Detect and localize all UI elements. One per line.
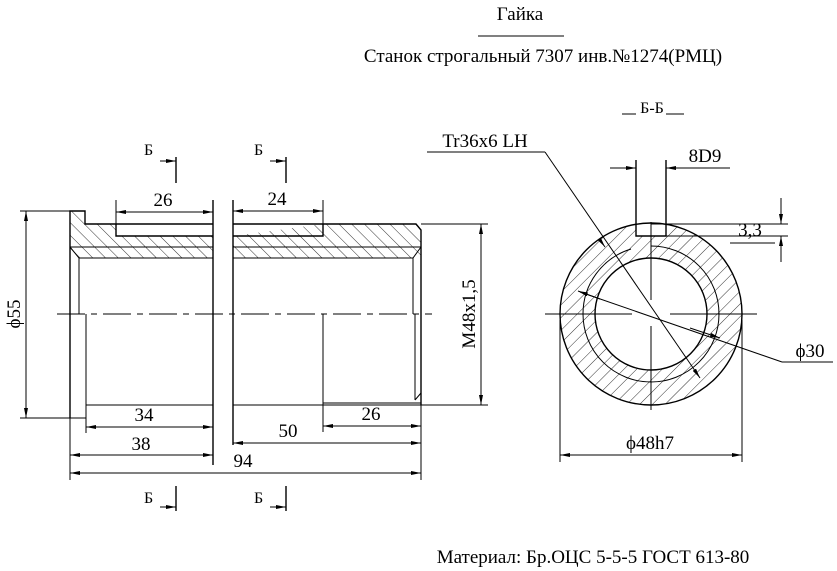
- dim-length-50: 50: [279, 421, 298, 442]
- section-mark-label: Б: [254, 490, 263, 507]
- material-note: Материал: Бр.ОЦС 5-5-5 ГОСТ 613-80: [437, 547, 750, 568]
- section-mark-label: Б: [144, 490, 153, 507]
- dim-length-38: 38: [132, 434, 151, 455]
- dim-outer-thread: M48x1,5: [459, 279, 480, 348]
- dim-length-34: 34: [135, 405, 155, 426]
- section-mark-label: Б: [254, 142, 263, 159]
- section-view-dimensions: Tr36x6 LH 8D9 3,3 ϕ30 ϕ48h7: [427, 131, 833, 462]
- dim-bore: ϕ30: [795, 341, 824, 362]
- drawing-subtitle: Станок строгальный 7307 инв.№1274(РМЦ): [364, 46, 722, 67]
- dim-diameter-55: ϕ55: [4, 299, 25, 328]
- main-view: [20, 200, 488, 480]
- section-mark-label: Б: [144, 142, 153, 159]
- drawing-title: Гайка: [497, 4, 544, 25]
- section-marks: Б Б Б Б: [144, 142, 287, 511]
- dim-key-depth: 3,3: [738, 220, 762, 241]
- dim-inner-thread: Tr36x6 LH: [442, 131, 528, 152]
- section-view: Б-Б: [545, 100, 757, 410]
- dim-length-94: 94: [234, 451, 254, 472]
- dim-key-width: 8D9: [689, 146, 722, 167]
- dim-groove-right: 24: [268, 189, 288, 210]
- dim-outer-diameter: ϕ48h7: [626, 433, 674, 454]
- section-title: Б-Б: [640, 100, 664, 117]
- dim-groove-left: 26: [154, 190, 173, 211]
- main-view-dimensions: 26 24 ϕ55 34 38 50 26 94 M48x1,5: [4, 189, 483, 475]
- dim-length-26: 26: [362, 404, 381, 425]
